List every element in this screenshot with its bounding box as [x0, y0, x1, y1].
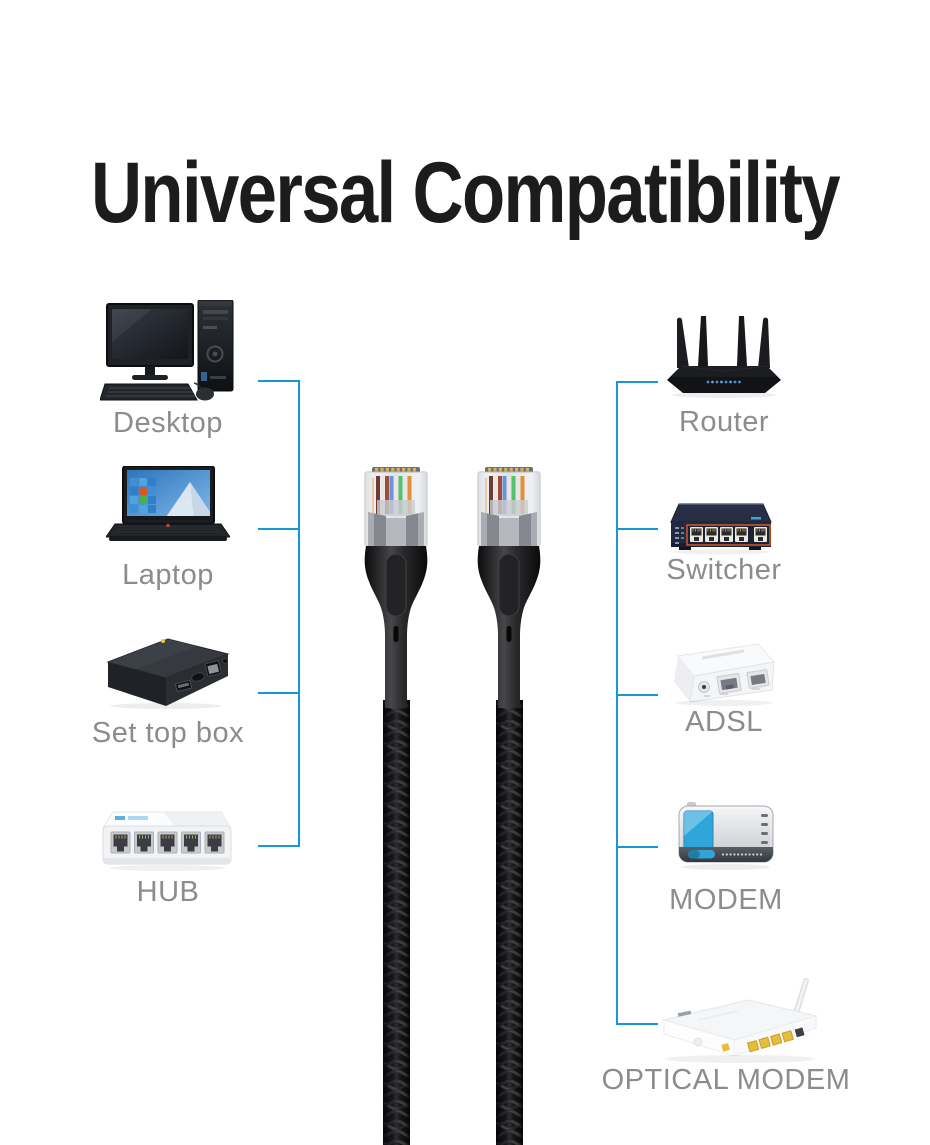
- laptop-device-image: [106, 466, 230, 548]
- laptop-icon: [106, 466, 230, 541]
- modem-icon: [678, 802, 774, 870]
- label-laptop: Laptop: [122, 559, 214, 591]
- network-switch-icon: [670, 503, 772, 555]
- left-tick-set-top-box: [258, 692, 300, 694]
- set-top-box-icon: [106, 638, 230, 709]
- label-hub: HUB: [136, 876, 200, 908]
- left-tick-laptop: [258, 528, 300, 530]
- left-tick-hub: [258, 845, 300, 847]
- right-tick-modem: [616, 846, 658, 848]
- label-router: Router: [678, 406, 770, 438]
- modem-device-image: [675, 800, 777, 874]
- right-rj45-connector: [473, 466, 545, 708]
- set-top-box-device-image: [100, 632, 234, 710]
- network-hub-icon: [102, 811, 232, 871]
- page-title: Universal Compatibility: [0, 126, 930, 246]
- cable-left: [383, 700, 410, 1145]
- label-modem: MODEM: [669, 884, 783, 916]
- desktop-pc-icon: [100, 300, 234, 401]
- optical-modem-icon: [662, 978, 818, 1063]
- cable-right: [496, 700, 523, 1145]
- desktop-device-image: [100, 300, 240, 405]
- label-desktop: Desktop: [113, 407, 223, 439]
- switcher-device-image: [667, 498, 775, 556]
- label-switcher: Switcher: [666, 554, 782, 586]
- label-optical-modem: OPTICAL MODEM: [601, 1064, 851, 1096]
- left-rj45-connector: [360, 466, 432, 708]
- rj45-connector-icon: [364, 467, 428, 708]
- adsl-device-image: [660, 636, 780, 708]
- right-tick-optical-modem: [616, 1023, 658, 1025]
- wifi-router-icon: [667, 316, 781, 398]
- rj45-connector-icon: [477, 467, 541, 708]
- right-tick-adsl: [616, 694, 658, 696]
- right-tick-switcher: [616, 528, 658, 530]
- router-device-image: [665, 316, 783, 400]
- right-bracket-vertical-line: [616, 381, 618, 1025]
- adsl-modem-icon: [674, 643, 775, 706]
- hub-device-image: [101, 810, 233, 874]
- label-set-top-box: Set top box: [91, 717, 245, 749]
- label-adsl: ADSL: [685, 706, 763, 738]
- page-title-text: Universal Compatibility: [91, 145, 841, 241]
- left-tick-desktop: [258, 380, 300, 382]
- optical-modem-device-image: [648, 968, 826, 1066]
- left-bracket-vertical-line: [298, 380, 300, 847]
- right-tick-router: [616, 381, 658, 383]
